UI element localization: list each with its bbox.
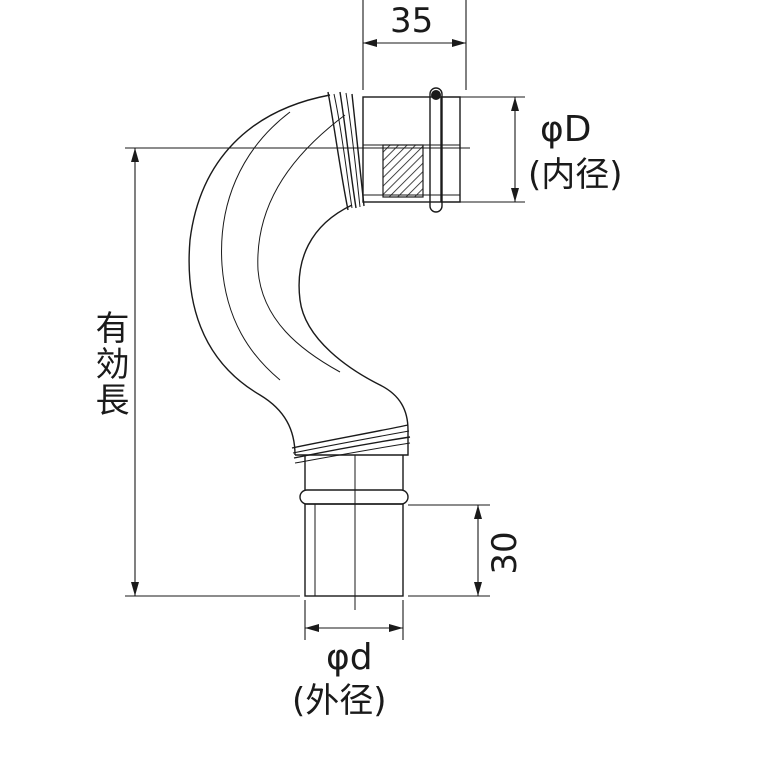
dimension-top-width xyxy=(362,0,467,90)
inner-diameter-note: (内径) xyxy=(528,155,623,195)
effective-length-label: 有効長 xyxy=(89,310,129,418)
outer-diameter-symbol: φd xyxy=(326,637,373,678)
dimension-outer-diameter xyxy=(304,600,404,640)
dimension-socket-length xyxy=(408,504,490,597)
bottom-spigot xyxy=(295,430,409,597)
dimension-inner-diameter xyxy=(460,96,525,203)
gasket-hatch xyxy=(382,144,424,198)
dimension-effective-length xyxy=(125,147,300,597)
outer-diameter-note: (外径) xyxy=(292,681,387,721)
socket-length-label: 30 xyxy=(485,531,525,575)
inner-diameter-symbol: φD xyxy=(540,109,592,150)
top-width-label: 35 xyxy=(390,1,434,41)
center-lines xyxy=(270,147,470,610)
top-socket xyxy=(362,87,461,213)
